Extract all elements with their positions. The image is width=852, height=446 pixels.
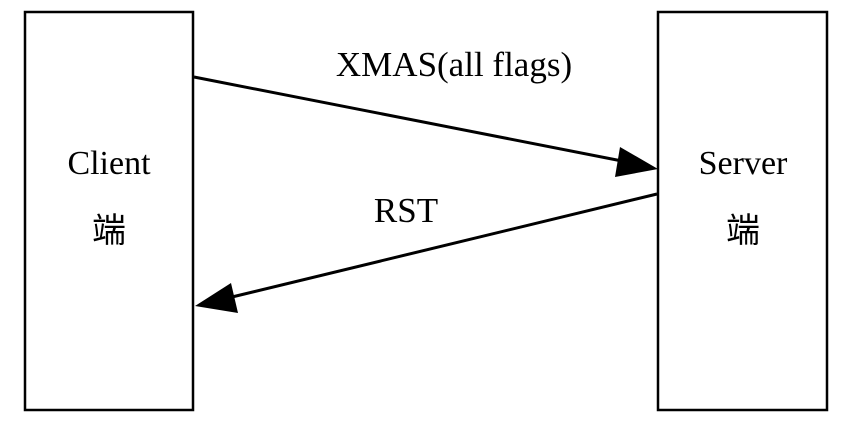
client-label-cjk: 端 <box>92 213 126 250</box>
client-box <box>23 10 195 412</box>
response-edge: RST <box>195 191 658 313</box>
client-node: Client 端 <box>23 10 195 412</box>
request-edge: XMAS(all flags) <box>193 45 658 177</box>
request-label: XMAS(all flags) <box>336 45 572 84</box>
response-arrow-line <box>231 192 658 299</box>
server-box <box>656 10 829 412</box>
request-arrow-line <box>193 75 623 163</box>
response-label: RST <box>374 191 438 230</box>
client-label: Client <box>67 145 151 182</box>
response-arrowhead <box>195 283 238 313</box>
server-node: Server 端 <box>656 10 829 412</box>
request-arrowhead <box>615 147 658 177</box>
server-label: Server <box>699 145 788 182</box>
server-label-cjk: 端 <box>726 213 760 250</box>
